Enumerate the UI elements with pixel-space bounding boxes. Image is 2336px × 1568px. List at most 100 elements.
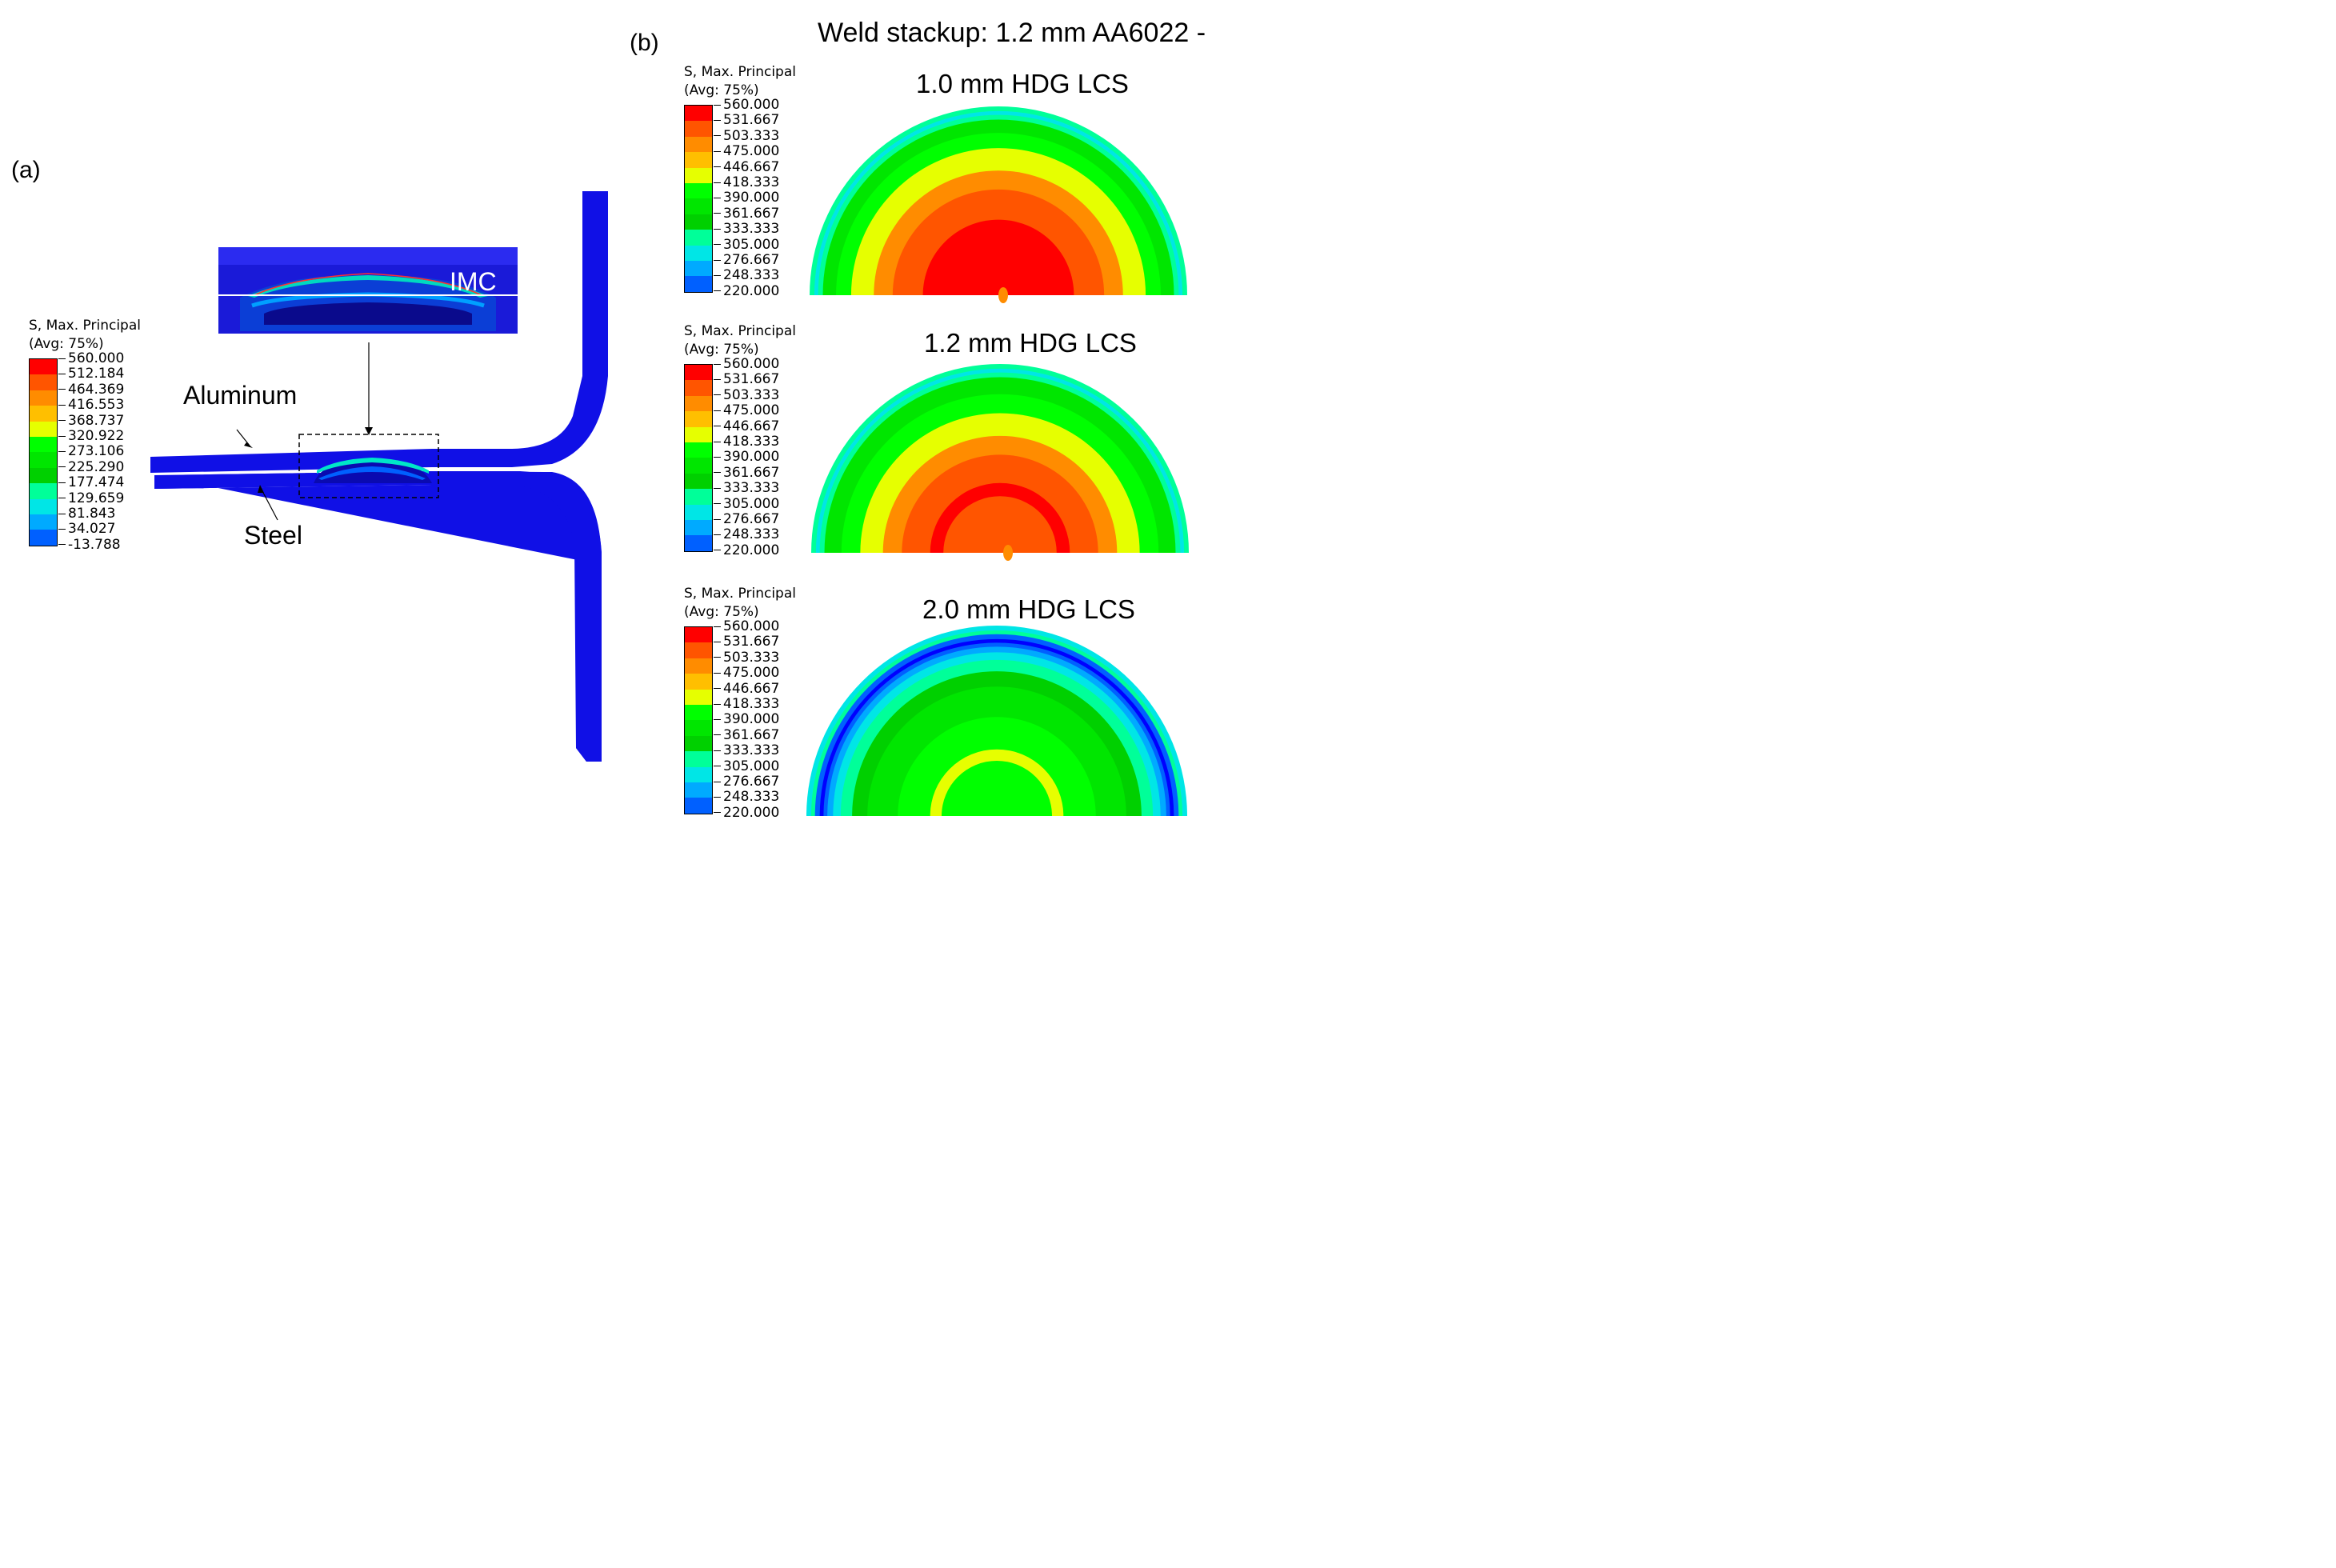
color-swatch [685, 782, 712, 798]
legend-tick-label: 531.667 [714, 634, 779, 650]
legend-tick-label: 276.667 [714, 774, 779, 790]
legend-tick-label: 333.333 [714, 742, 779, 758]
color-swatch [685, 735, 712, 752]
subplot-title-3: 2.0 mm HDG LCS [922, 594, 1135, 624]
legend-tick-label: 248.333 [714, 268, 779, 284]
color-swatch [685, 489, 712, 505]
color-swatch [30, 514, 57, 530]
contour-band [922, 219, 1074, 295]
contour-plot-1 [810, 106, 1187, 295]
legend-tick-label: 220.000 [714, 283, 779, 299]
legend-tick-label: 464.369 [58, 382, 124, 398]
color-bar [684, 105, 713, 293]
legend-tick-label: 361.667 [714, 727, 779, 743]
color-swatch [685, 411, 712, 427]
zoom-region-box [298, 434, 439, 498]
color-swatch [685, 798, 712, 814]
color-swatch [685, 519, 712, 536]
color-swatch [685, 751, 712, 767]
color-swatch [685, 365, 712, 381]
legend-tick-label: 333.333 [714, 221, 779, 237]
color-swatch [685, 766, 712, 782]
legend-tick-label: 390.000 [714, 190, 779, 206]
legend-tick-label: 531.667 [714, 112, 779, 128]
legend-b2-subtitle: (Avg: 75%) [684, 342, 759, 358]
color-swatch [685, 121, 712, 137]
color-swatch [685, 245, 712, 261]
legend-tick-label: 503.333 [714, 387, 779, 403]
legend-tick-label: 248.333 [714, 790, 779, 806]
legend-tick-label: -13.788 [58, 537, 124, 553]
legend-tick-label: 418.333 [714, 696, 779, 712]
hot-spot [998, 287, 1008, 303]
color-swatch [685, 642, 712, 658]
legend-tick-label: 560.000 [58, 350, 124, 366]
legend-tick-label: 512.184 [58, 366, 124, 382]
color-swatch [685, 658, 712, 674]
color-swatch [685, 167, 712, 183]
aluminum-sheet [150, 191, 608, 473]
contour-band [943, 496, 1057, 553]
color-swatch [685, 230, 712, 246]
color-swatch [685, 276, 712, 292]
steel-label: Steel [244, 521, 302, 550]
color-swatch [30, 530, 57, 546]
contour-plot-2 [811, 364, 1189, 553]
legend-tick-label: 276.667 [714, 252, 779, 268]
legend-a-subtitle: (Avg: 75%) [29, 336, 104, 352]
color-swatch [30, 436, 57, 453]
color-swatch [685, 426, 712, 442]
color-swatch [30, 498, 57, 514]
weld-nugget [314, 458, 432, 483]
color-swatch [30, 374, 57, 390]
legend-tick-label: 129.659 [58, 490, 124, 506]
color-swatch [30, 452, 57, 468]
legend-tick-label: 34.027 [58, 522, 124, 538]
panel-b-title: Weld stackup: 1.2 mm AA6022 - [818, 18, 1206, 48]
legend-tick-label: 220.000 [714, 542, 779, 558]
steel-sheet [154, 471, 602, 762]
legend-tick-label: 305.000 [714, 758, 779, 774]
legend-b2-title: S, Max. Principal [684, 323, 796, 339]
legend-tick-label: 177.474 [58, 474, 124, 490]
legend-tick-label: 276.667 [714, 511, 779, 527]
color-swatch [685, 214, 712, 230]
legend-tick-label: 560.000 [714, 618, 779, 634]
legend-tick-label: 446.667 [714, 418, 779, 434]
legend-tick-label: 390.000 [714, 712, 779, 728]
legend-b1-title: S, Max. Principal [684, 64, 796, 80]
color-swatch [30, 483, 57, 499]
legend-tick-label: 416.553 [58, 397, 124, 413]
legend-tick-label: 361.667 [714, 206, 779, 222]
legend-b3-title: S, Max. Principal [684, 586, 796, 602]
panel-label-a: (a) [11, 157, 41, 183]
color-bar [684, 626, 713, 814]
figure-canvas [150, 106, 1189, 816]
legend-tick-label: 361.667 [714, 465, 779, 481]
legend-tick-label: 333.333 [714, 480, 779, 496]
subplot-title-2: 1.2 mm HDG LCS [924, 328, 1137, 358]
legend-a-title: S, Max. Principal [29, 318, 141, 334]
color-swatch [685, 380, 712, 396]
legend-tick-label: 368.737 [58, 413, 124, 429]
legend-tick-label: 475.000 [714, 143, 779, 159]
color-swatch [685, 704, 712, 721]
color-swatch [685, 674, 712, 690]
panel-label-b: (b) [630, 30, 659, 56]
color-swatch [685, 260, 712, 277]
aluminum-label: Aluminum [183, 381, 298, 410]
imc-label: IMC [450, 267, 497, 296]
legend-b1-subtitle: (Avg: 75%) [684, 82, 759, 98]
legend-tick-label: 390.000 [714, 450, 779, 466]
color-swatch [685, 689, 712, 705]
legend-tick-label: 418.333 [714, 174, 779, 190]
